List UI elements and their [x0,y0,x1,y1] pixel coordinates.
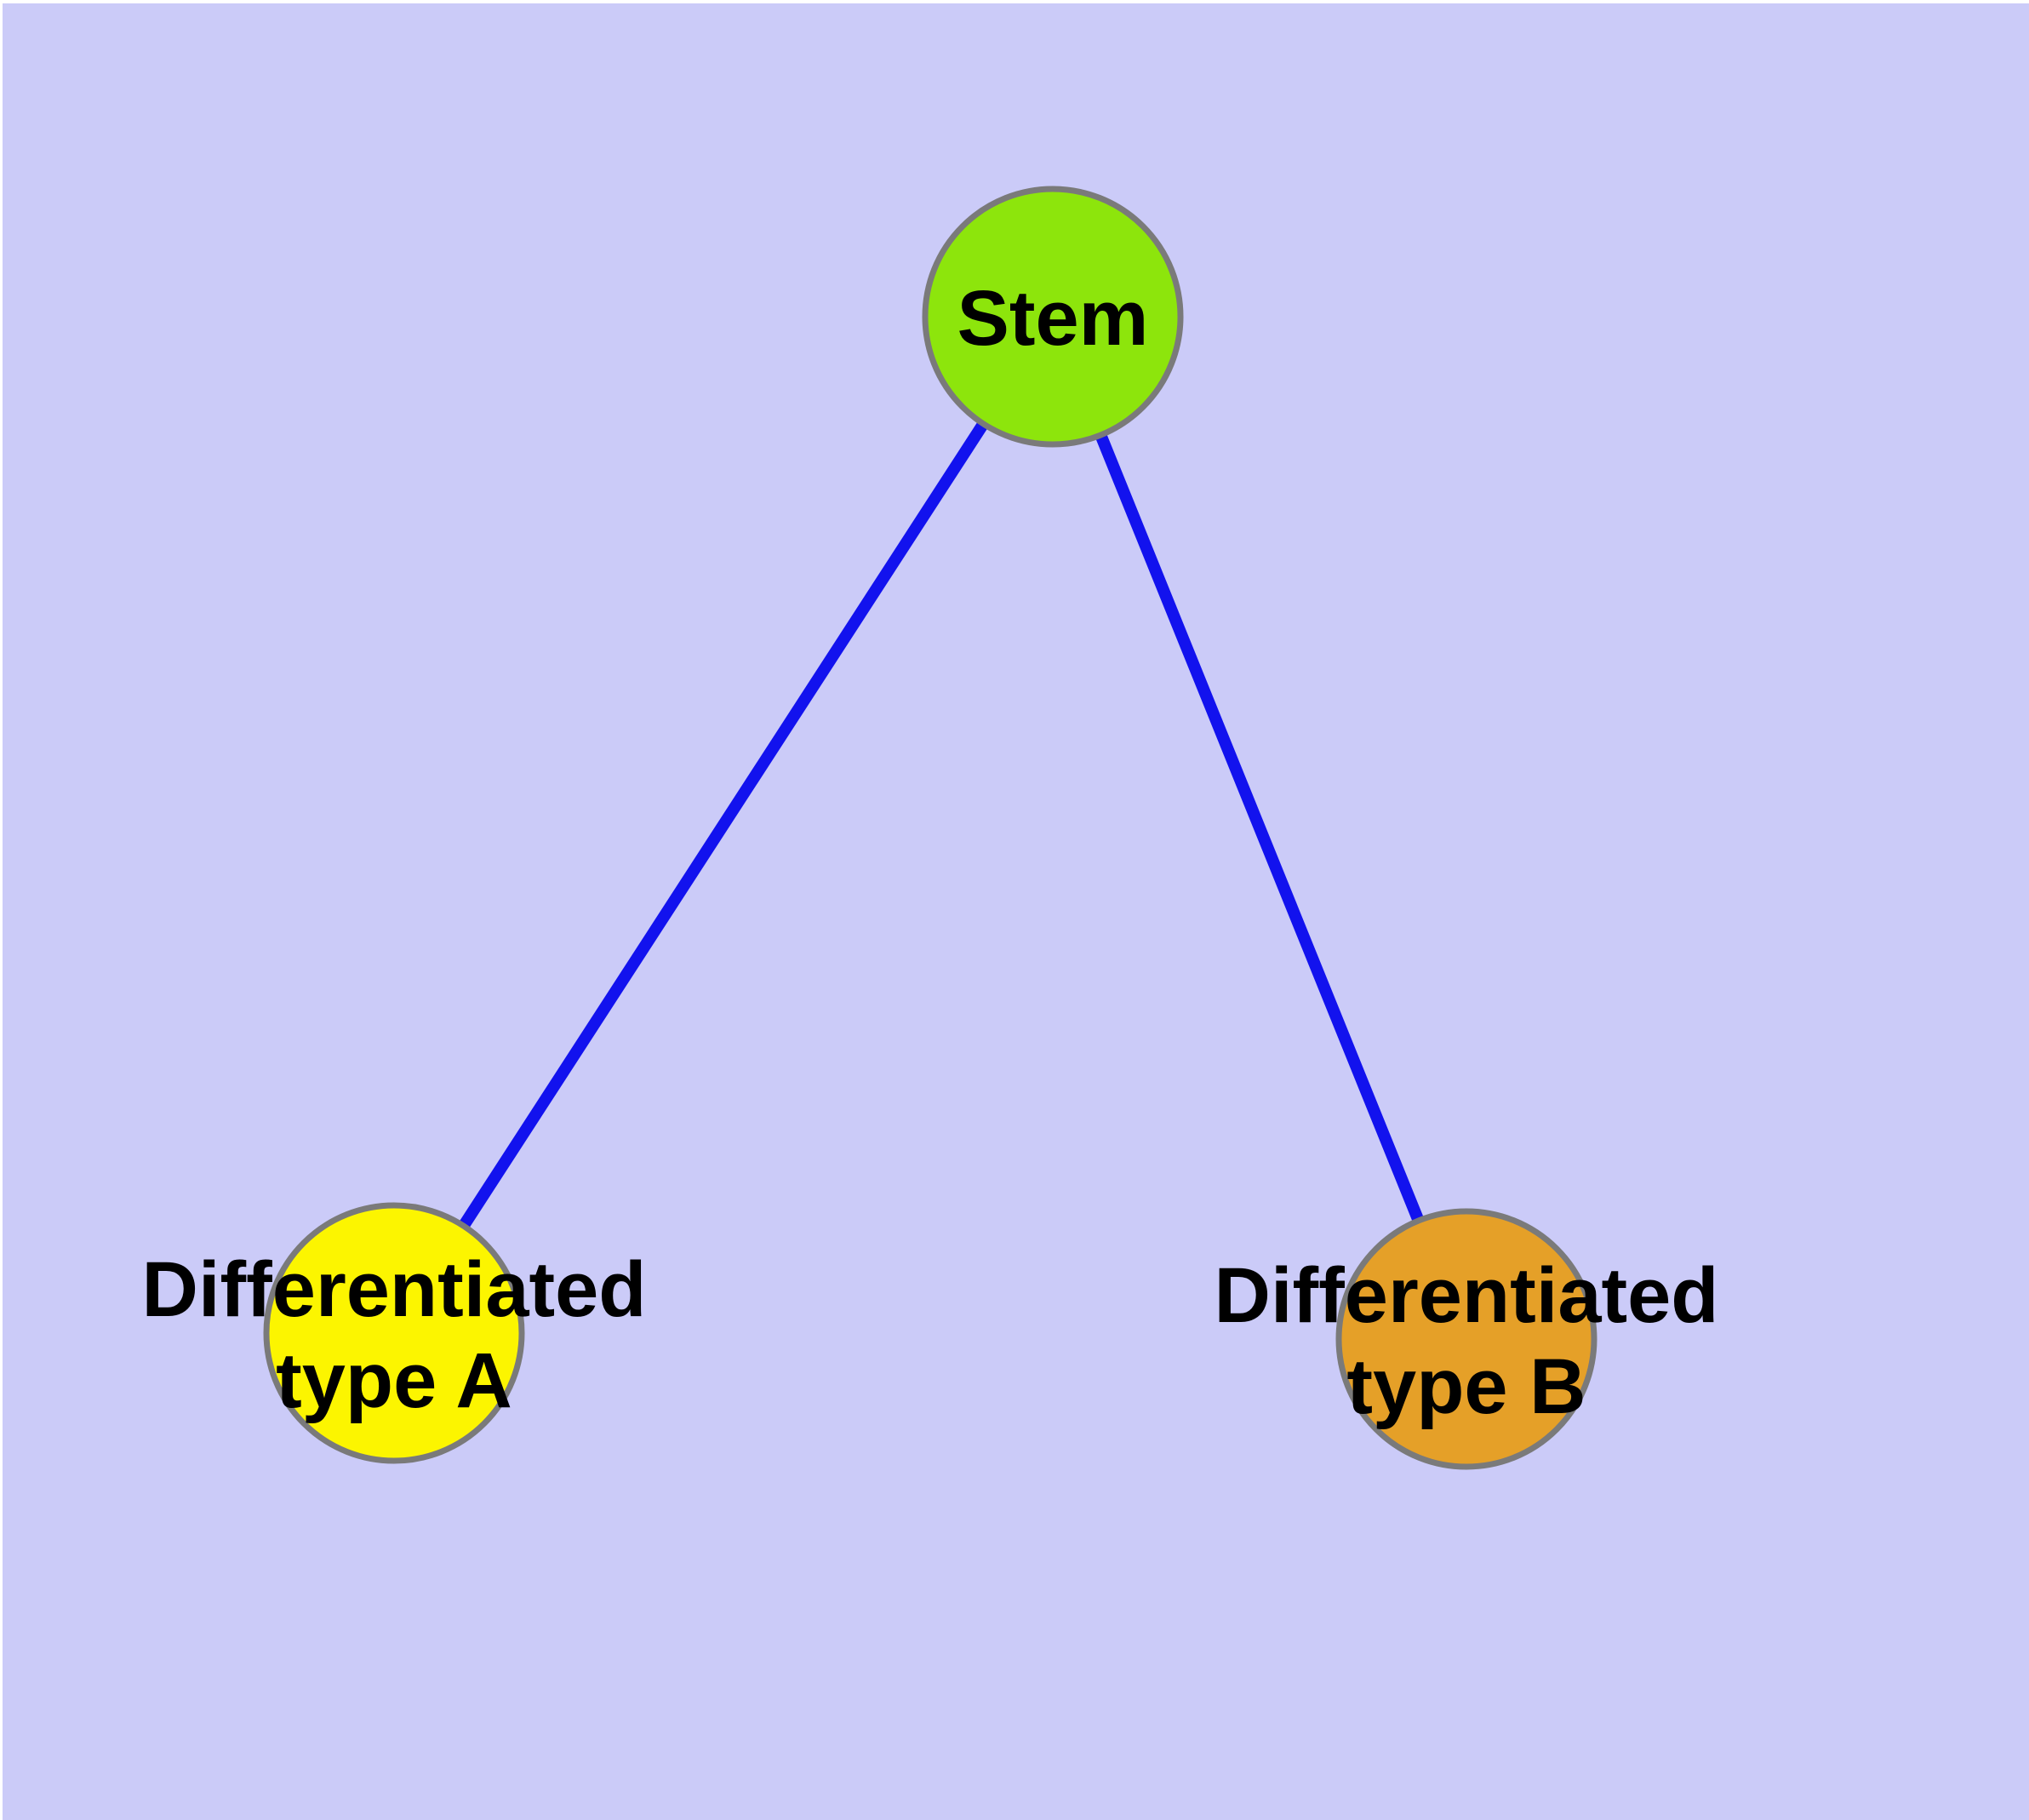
edge-stem-to-type-a [388,311,1059,1339]
node-type-a-label-line1: Differentiated [142,1246,647,1333]
node-stem-label: Stem [957,275,1149,362]
edge-stem-to-type-b [1047,311,1472,1345]
node-type-b-label-line2: type B [1346,1343,1586,1430]
node-type-a-circle [263,1202,525,1464]
node-type-a-label-line2: type A [276,1337,512,1424]
node-type-b-circle [1335,1208,1597,1470]
node-type-b-label-line1: Differentiated [1215,1252,1719,1339]
node-stem-circle [922,186,1184,448]
